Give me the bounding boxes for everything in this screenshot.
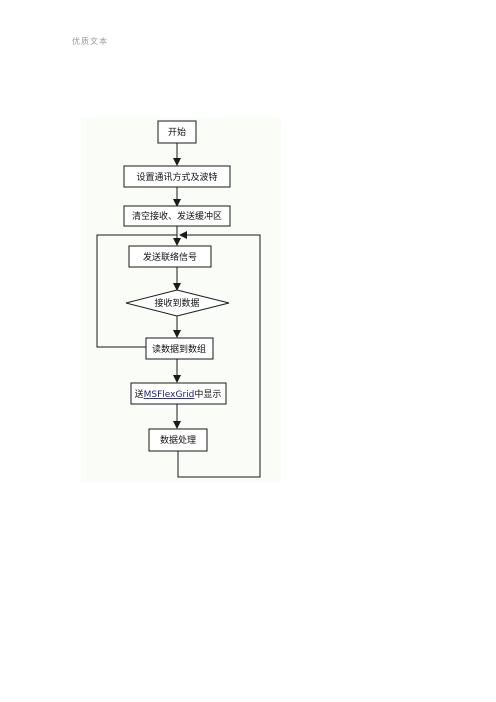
flow-node-data-processing: 数据处理 xyxy=(148,428,208,452)
flow-node-display-grid-label: 送MSFlexGrid中显示 xyxy=(135,388,222,400)
flow-node-start-label: 开始 xyxy=(168,126,186,138)
page-header-watermark: 优质文本 xyxy=(72,37,108,46)
flow-node-send-signal: 发送联络信号 xyxy=(128,245,212,268)
flow-node-send-signal-label: 发送联络信号 xyxy=(143,251,197,263)
flow-node-clear-buffers: 清空接收、发送缓冲区 xyxy=(123,205,231,227)
flow-node-data-processing-label: 数据处理 xyxy=(160,434,196,446)
flow-node-setup-comm-label: 设置通讯方式及波特 xyxy=(136,171,217,183)
flow-node-clear-buffers-label: 清空接收、发送缓冲区 xyxy=(132,210,222,222)
flow-node-setup-comm: 设置通讯方式及波特 xyxy=(123,165,231,188)
flow-node-decision-receive: 接收到数据 xyxy=(125,289,230,317)
flow-node-start: 开始 xyxy=(157,120,197,144)
display-prefix: 送 xyxy=(135,388,144,400)
msflexgrid-link[interactable]: MSFlexGrid xyxy=(144,390,195,400)
flow-node-read-array-label: 读数据到数组 xyxy=(152,343,206,355)
loop-read-back-to-send xyxy=(96,234,177,348)
display-suffix: 中显示 xyxy=(194,388,221,400)
loop-process-back-to-send xyxy=(177,231,261,478)
flow-node-decision-receive-label: 接收到数据 xyxy=(154,297,199,309)
flow-node-read-array: 读数据到数组 xyxy=(145,337,214,360)
flow-node-display-grid: 送MSFlexGrid中显示 xyxy=(130,382,227,405)
